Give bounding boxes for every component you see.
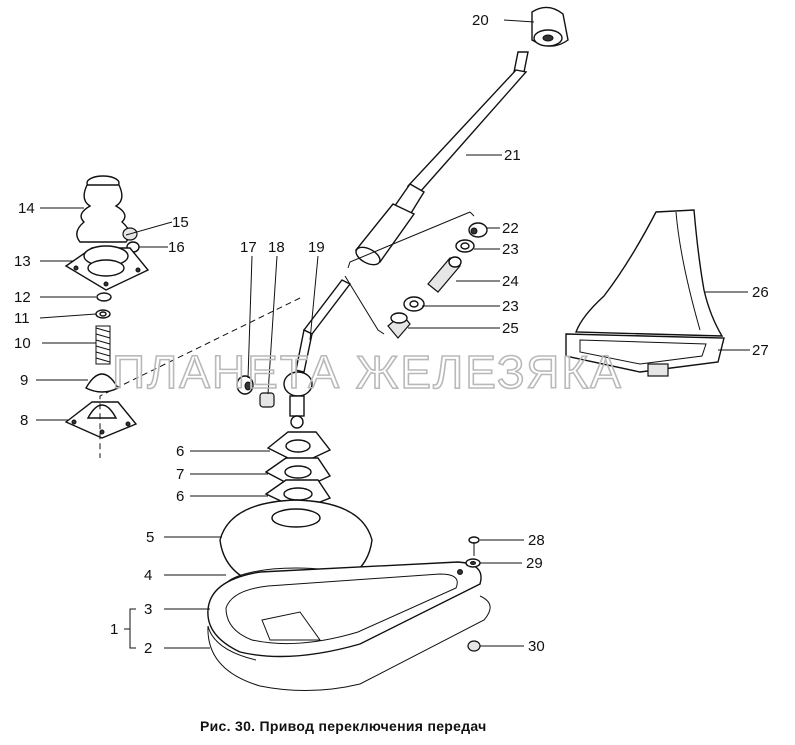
label-part-9: 9: [20, 372, 28, 389]
label-part-11: 11: [14, 310, 30, 327]
label-part-18: 18: [268, 239, 285, 256]
part-27-frame: [565, 333, 725, 377]
part-10-spring: [95, 325, 111, 365]
part-8-base-plate: [64, 401, 138, 439]
label-part-6-lower: 6: [176, 488, 184, 505]
label-part-23-upper: 23: [502, 241, 519, 258]
part-18-clip: [259, 392, 275, 408]
label-part-12: 12: [14, 289, 31, 306]
label-part-28: 28: [528, 532, 545, 549]
label-part-13: 13: [14, 253, 31, 270]
label-part-30: 30: [528, 638, 545, 655]
label-part-14: 14: [18, 200, 35, 217]
label-part-29: 29: [526, 555, 543, 572]
label-part-10: 10: [14, 335, 31, 352]
part-19-lower-lever: [283, 279, 352, 429]
assembly-dashed-line: [99, 297, 301, 458]
label-part-19: 19: [308, 239, 325, 256]
part-12-clip: [96, 292, 112, 302]
label-part-6-upper: 6: [176, 443, 184, 460]
bracket-line: [344, 275, 385, 335]
figure-caption: Рис. 30. Привод переключения передач: [200, 718, 487, 734]
part-14-boot: [76, 175, 130, 243]
part-9-cap: [85, 373, 119, 393]
bracket-line: [347, 211, 471, 269]
label-part-15: 15: [172, 214, 189, 231]
part-30-nut: [467, 640, 481, 652]
label-part-16: 16: [168, 239, 185, 256]
watermark: ПЛАНЕТА ЖЕЛЕЗЯКА: [112, 346, 623, 398]
label-part-2: 2: [144, 640, 152, 657]
part-28-screw: [468, 536, 480, 556]
part-23-ring-upper: [455, 239, 475, 253]
label-part-8: 8: [20, 412, 28, 429]
part-17-bushing: [236, 375, 254, 395]
part-13-housing: [64, 245, 150, 291]
part-25-nut: [387, 312, 411, 339]
part-11-washer: [95, 309, 111, 319]
label-part-21: 21: [504, 147, 521, 164]
part-26-console-boot: [574, 209, 724, 337]
part-23-ring-lower: [403, 296, 425, 312]
label-part-20: 20: [472, 12, 489, 29]
label-part-17: 17: [240, 239, 257, 256]
part-24-pin: [427, 256, 462, 293]
part-20-shift-knob: [531, 6, 569, 47]
part-22-bushing: [468, 222, 488, 238]
label-part-4: 4: [144, 567, 152, 584]
label-part-23-lower: 23: [502, 298, 519, 315]
label-part-7: 7: [176, 466, 184, 483]
label-part-24: 24: [502, 273, 519, 290]
part-3-frame: [207, 561, 482, 658]
leader-lines: [36, 19, 750, 649]
label-part-25: 25: [502, 320, 519, 337]
part-29-washer: [465, 558, 481, 568]
bracket-line: [469, 211, 475, 217]
label-part-3: 3: [144, 601, 152, 618]
part-5-cover: [219, 499, 373, 591]
part-2-base: [207, 595, 491, 692]
label-part-27: 27: [752, 342, 769, 359]
label-part-5: 5: [146, 529, 154, 546]
label-part-26: 26: [752, 284, 769, 301]
label-part-22: 22: [502, 220, 519, 237]
label-part-1: 1: [110, 621, 118, 638]
